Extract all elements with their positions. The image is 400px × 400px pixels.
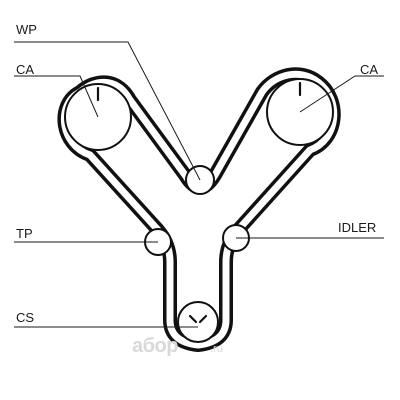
leader-lines xyxy=(14,41,384,328)
leader-ca-right xyxy=(299,75,384,113)
crankshaft-pulley xyxy=(177,301,219,343)
label-ca-left: CA xyxy=(16,62,34,77)
leader-wp xyxy=(14,41,201,181)
watermark-suffix: .ru xyxy=(210,343,223,355)
label-cs: CS xyxy=(16,310,34,325)
watermark-text: aбор xyxy=(132,335,178,357)
watermark-logo: aбор .ru xyxy=(132,335,223,357)
label-wp: WP xyxy=(16,22,37,37)
label-ca-right: CA xyxy=(360,62,378,77)
label-tp: TP xyxy=(16,226,33,241)
leader-ca-left xyxy=(14,75,99,118)
label-idler: IDLER xyxy=(338,220,376,235)
